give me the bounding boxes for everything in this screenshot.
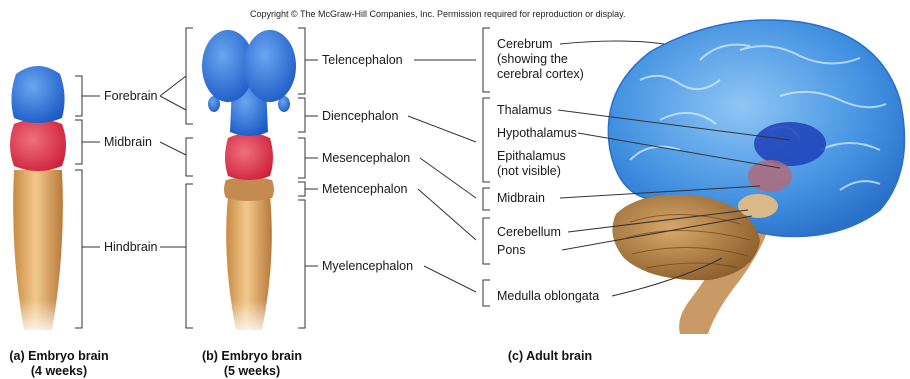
label-hypothalamus: Hypothalamus: [497, 126, 577, 141]
embryo-5wk-fade: [220, 300, 280, 335]
embryo-5wk-mesencephalon-shape: [225, 133, 273, 180]
embryo-5wk-metencephalon-shape: [224, 177, 274, 201]
embryo-5wk-left-brackets: [186, 28, 193, 328]
embryo-4wk-forebrain-shape: [11, 66, 64, 123]
adult-brain-drawing: [608, 20, 904, 334]
label-cerebrum: Cerebrum: [497, 37, 553, 52]
embryo-4wk-brackets: [75, 76, 100, 328]
caption-b-line2: (5 weeks): [196, 364, 308, 379]
embryo-to-adult-connectors: [408, 60, 476, 292]
label-hindbrain: Hindbrain: [104, 240, 158, 255]
caption-c: (c) Adult brain: [500, 349, 600, 364]
label-midbrain: Midbrain: [104, 135, 152, 150]
label-forebrain: Forebrain: [104, 89, 158, 104]
label-mesencephalon: Mesencephalon: [322, 151, 410, 166]
adult-midbrain-shape: [748, 160, 792, 192]
label-cerebrum-line2: (showing the: [497, 52, 568, 67]
label-epithalamus-line2: (not visible): [497, 164, 561, 179]
caption-a-line2: (4 weeks): [4, 364, 114, 379]
label-adult-midbrain: Midbrain: [497, 191, 545, 206]
label-metencephalon: Metencephalon: [322, 182, 407, 197]
forebrain-split-lines: [160, 76, 186, 247]
label-epithalamus: Epithalamus: [497, 149, 566, 164]
embryo-4wk-fade: [10, 300, 70, 335]
label-telencephalon: Telencephalon: [322, 53, 403, 68]
caption-a-line1: (a) Embryo brain: [4, 349, 114, 364]
embryo-5wk-right-brackets: [298, 28, 318, 328]
embryo-4wk-midbrain-shape: [10, 119, 66, 171]
adult-label-brackets: [483, 28, 490, 306]
label-myelencephalon: Myelencephalon: [322, 259, 413, 274]
embryo-5wk-telencephalon-right: [244, 30, 296, 102]
label-thalamus: Thalamus: [497, 103, 552, 118]
embryo-4wk-drawing: [10, 66, 70, 335]
caption-b-line1: (b) Embryo brain: [196, 349, 308, 364]
embryo-5wk-drawing: [202, 30, 296, 335]
label-diencephalon: Diencephalon: [322, 109, 398, 124]
label-cerebellum: Cerebellum: [497, 225, 561, 240]
label-medulla-oblongata: Medulla oblongata: [497, 289, 599, 304]
label-pons: Pons: [497, 243, 526, 258]
label-cerebrum-line3: cerebral cortex): [497, 67, 584, 82]
adult-thalamus-shape: [754, 122, 826, 166]
adult-pons-shape: [738, 194, 778, 218]
